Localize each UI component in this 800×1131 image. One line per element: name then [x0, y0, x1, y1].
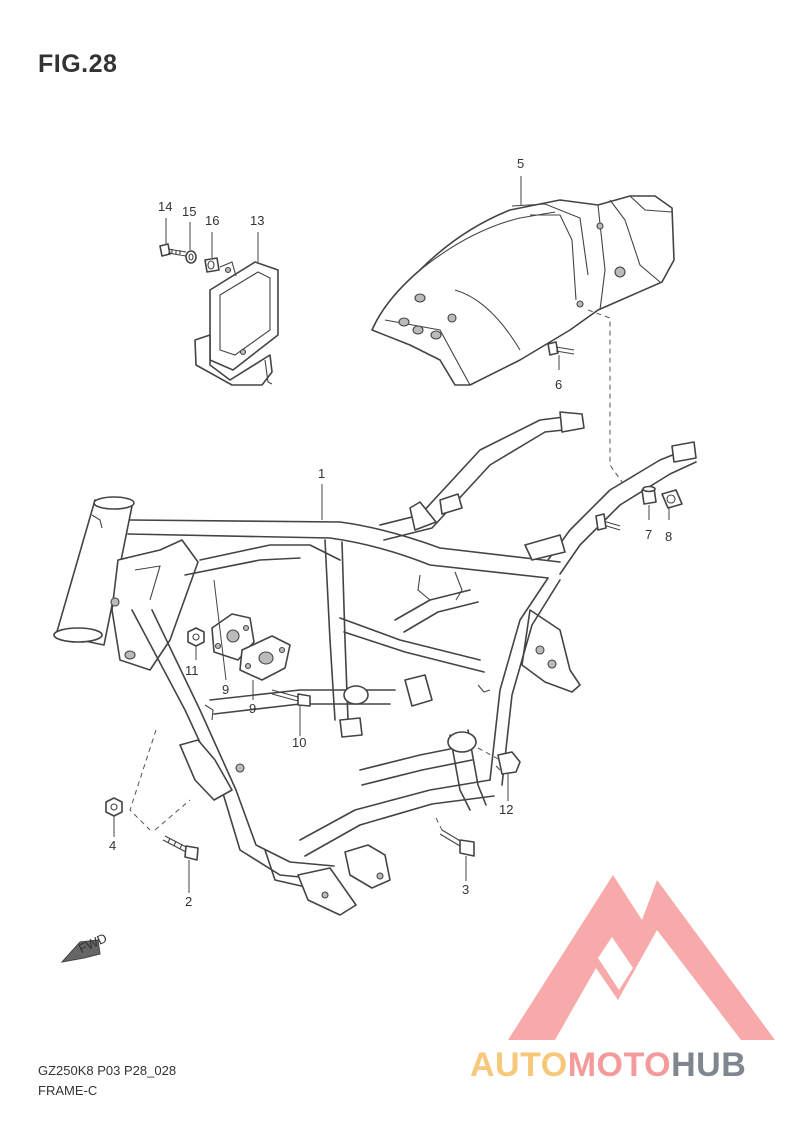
- watermark-word-hub: HUB: [671, 1046, 747, 1084]
- part-5-rear-fender: [371, 195, 675, 386]
- fwd-arrow-icon: FWD: [60, 930, 109, 963]
- figure-title: FIG.28: [38, 50, 118, 78]
- part-10-bolt: [271, 689, 311, 707]
- callout-1: 1: [318, 466, 325, 481]
- callout-labels: 1 2 3 4 5 6 7 8 9 9 10 11 12 13 14 15 16: [109, 156, 672, 909]
- callout-3: 3: [462, 882, 469, 897]
- callout-9-upper: 9: [222, 682, 229, 697]
- watermark-wordmark: AUTOMOTOHUB: [470, 1046, 746, 1085]
- part-9-plate-lower: [239, 635, 291, 681]
- part-13-bracket: [194, 261, 279, 386]
- callout-14: 14: [158, 199, 172, 214]
- callout-8: 8: [665, 529, 672, 544]
- leader-lines: [113, 176, 670, 893]
- part-2-bolt: [162, 835, 199, 861]
- watermark-word-moto: MOTO: [567, 1046, 672, 1084]
- footer-section-name: FRAME-C: [38, 1083, 98, 1098]
- part-8-cushion: [661, 489, 683, 509]
- part-15-washer: [185, 250, 197, 264]
- callout-15: 15: [182, 204, 196, 219]
- part-12-cap: [495, 751, 521, 775]
- callout-2: 2: [185, 894, 192, 909]
- part-11-nut: [187, 627, 205, 647]
- callout-13: 13: [250, 213, 264, 228]
- rear-mount-bolt: [595, 513, 621, 531]
- callout-10: 10: [292, 735, 306, 750]
- part-1-main-frame: [53, 411, 697, 916]
- callout-12: 12: [499, 802, 513, 817]
- callout-6: 6: [555, 377, 562, 392]
- callout-16: 16: [205, 213, 219, 228]
- callout-11: 11: [185, 663, 199, 678]
- callout-5: 5: [517, 156, 524, 171]
- callout-4: 4: [109, 838, 116, 853]
- footer-model-code: GZ250K8 P03 P28_028: [38, 1063, 177, 1078]
- callout-9-lower: 9: [249, 701, 256, 716]
- watermark-logo: [508, 875, 775, 1040]
- part-7-collar: [641, 485, 657, 505]
- part-6-bolt: [547, 341, 575, 356]
- part-14-bolt: [159, 243, 187, 257]
- part-3-bolt: [439, 829, 475, 857]
- watermark-word-auto: AUTO: [470, 1046, 568, 1084]
- callout-7: 7: [645, 527, 652, 542]
- part-16-grommet: [204, 257, 220, 273]
- part-4-nut: [105, 797, 123, 817]
